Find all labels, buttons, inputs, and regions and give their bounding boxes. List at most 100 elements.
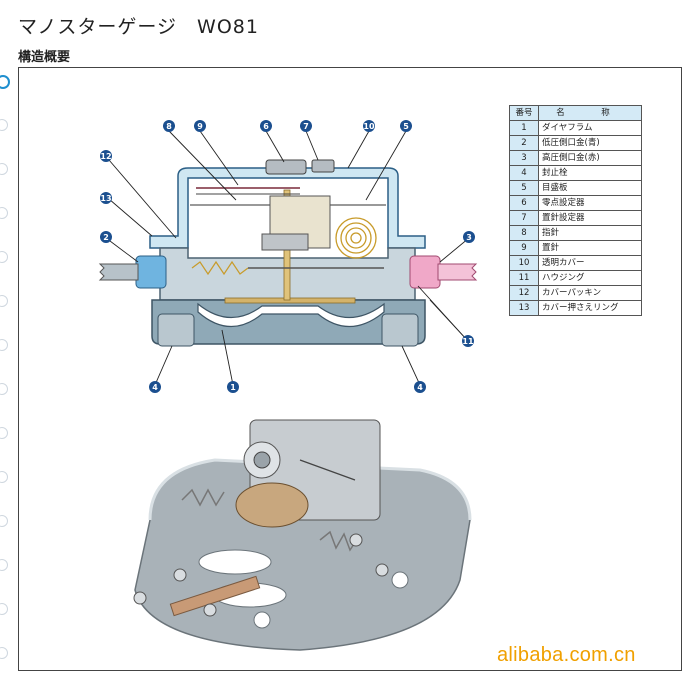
nav-dot[interactable] — [0, 339, 8, 351]
photo-hole — [253, 611, 271, 629]
callout-markers: 8 9 6 7 10 5 12 13 2 3 11 4 1 4 — [100, 120, 475, 393]
svg-text:5: 5 — [403, 122, 409, 131]
nav-dot[interactable] — [0, 427, 8, 439]
photo-knob-center — [253, 451, 271, 469]
low-side-fitting — [135, 255, 167, 289]
high-side-nozzle — [437, 263, 478, 281]
photo-pointer — [299, 459, 356, 481]
svg-text:3: 3 — [466, 233, 472, 242]
svg-text:4: 4 — [417, 383, 423, 392]
range-spring — [191, 260, 249, 276]
part-name: 透明カバー — [538, 255, 642, 271]
part-number: 11 — [509, 270, 539, 286]
part-number: 4 — [509, 165, 539, 181]
callout-12: 12 — [100, 150, 112, 162]
watermark-text: alibaba.com.cn — [497, 644, 636, 666]
seal-plug-left — [157, 313, 195, 347]
svg-text:4: 4 — [152, 383, 158, 392]
svg-text:12: 12 — [100, 152, 111, 161]
part-name: ハウジング — [538, 270, 642, 286]
callout-4-right: 4 — [414, 381, 426, 393]
nav-dot[interactable] — [0, 207, 8, 219]
callout-5: 5 — [400, 120, 412, 132]
part-number: 7 — [509, 210, 539, 226]
svg-text:9: 9 — [197, 122, 203, 131]
nav-dot[interactable] — [0, 251, 8, 263]
part-name: カバーパッキン — [538, 285, 642, 301]
left-edge-nav[interactable] — [0, 75, 10, 675]
callout-10: 10 — [363, 120, 375, 132]
part-number: 10 — [509, 255, 539, 271]
part-number: 12 — [509, 285, 539, 301]
nav-dot[interactable] — [0, 119, 8, 131]
nav-dot[interactable] — [0, 647, 8, 659]
section-subtitle: 構造概要 — [18, 50, 71, 65]
photo-spring-right — [319, 530, 359, 552]
hair-spring — [335, 217, 377, 259]
part-name: 置針 — [538, 240, 642, 256]
callout-4-left: 4 — [149, 381, 161, 393]
callout-8: 8 — [163, 120, 175, 132]
diaphragm-cavity — [197, 302, 385, 328]
high-side-fitting — [409, 255, 441, 289]
nav-dot[interactable] — [0, 75, 10, 89]
parts-table-header: 番号 名 称 — [509, 105, 642, 121]
photo-linkage-bar — [169, 575, 261, 617]
part-number: 5 — [509, 180, 539, 196]
part-name: 置針設定器 — [538, 210, 642, 226]
part-number: 3 — [509, 150, 539, 166]
part-name: 封止栓 — [538, 165, 642, 181]
nav-dot[interactable] — [0, 559, 8, 571]
callout-3: 3 — [463, 231, 475, 243]
content-frame — [18, 67, 682, 671]
svg-text:11: 11 — [462, 337, 474, 346]
part-number: 8 — [509, 225, 539, 241]
nav-dot[interactable] — [0, 163, 8, 175]
seal-plug-right — [381, 313, 419, 347]
nav-dot[interactable] — [0, 383, 8, 395]
photo-gear-block — [235, 482, 309, 528]
photo-slot-1 — [198, 549, 272, 575]
part-number: 6 — [509, 195, 539, 211]
nav-dot[interactable] — [0, 515, 8, 527]
cross-section — [98, 159, 478, 347]
svg-text:13: 13 — [100, 194, 111, 203]
part-number: 1 — [509, 120, 539, 136]
part-number: 9 — [509, 240, 539, 256]
callout-1: 1 — [227, 381, 239, 393]
nav-dot[interactable] — [0, 295, 8, 307]
movement-photo — [133, 419, 472, 651]
svg-text:7: 7 — [303, 122, 309, 131]
callout-2: 2 — [100, 231, 112, 243]
callout-11: 11 — [462, 335, 474, 347]
part-name: 指針 — [538, 225, 642, 241]
part-number: 13 — [509, 300, 539, 316]
photo-screw — [173, 568, 187, 582]
zero-adjuster — [265, 159, 307, 175]
part-name: ダイヤフラム — [538, 120, 642, 136]
set-pointer-adjuster — [311, 159, 335, 173]
leader-lines — [105, 130, 470, 386]
photo-screw — [203, 603, 217, 617]
callout-13: 13 — [100, 192, 112, 204]
part-name: 低圧側口金(青) — [538, 135, 642, 151]
part-number: 2 — [509, 135, 539, 151]
page-title: マノスターゲージ WO81 — [18, 16, 259, 38]
part-name: カバー押さえリング — [538, 300, 642, 316]
photo-screw — [349, 533, 363, 547]
nav-dot[interactable] — [0, 603, 8, 615]
part-name: 零点設定器 — [538, 195, 642, 211]
nav-dot[interactable] — [0, 471, 8, 483]
callout-7: 7 — [300, 120, 312, 132]
